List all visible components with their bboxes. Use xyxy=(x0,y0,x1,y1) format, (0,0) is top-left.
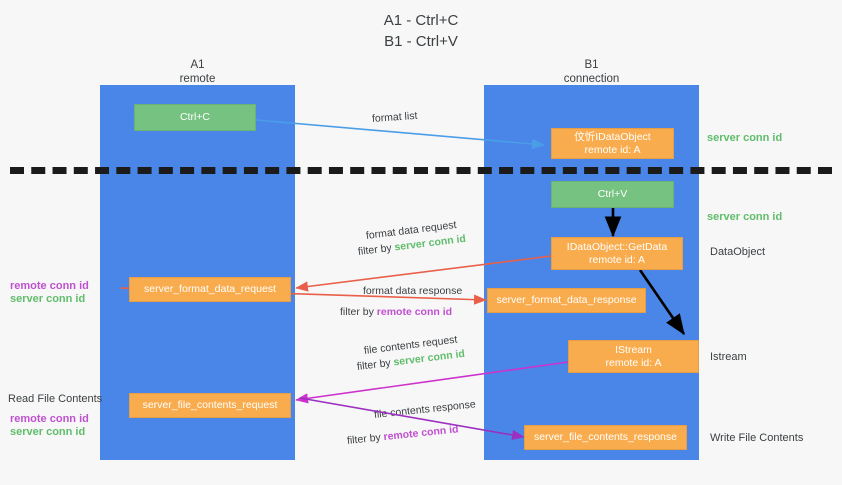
lane-header-a1: A1 remote xyxy=(100,58,295,86)
label-remote-conn-id-1: remote conn id xyxy=(10,280,89,292)
filter-value-remote-conn-1: remote conn id xyxy=(376,306,453,318)
annotation-format-list: format list xyxy=(371,109,418,125)
dashed-divider xyxy=(10,167,832,174)
filter-by-text-4: filter by xyxy=(346,431,385,447)
node-server-file-contents-request[interactable]: server_file_contents_request xyxy=(129,393,291,418)
annotation-format-data-response: format data response xyxy=(363,285,463,297)
filter-by-text-1: filter by xyxy=(357,241,396,258)
node-idataobject-title: 伩忻IDataObject xyxy=(574,130,651,143)
label-server-conn-id-top: server conn id xyxy=(707,132,783,144)
node-ctrl-c-label: Ctrl+C xyxy=(179,111,211,123)
lane-b1-sub: connection xyxy=(563,73,620,85)
filter-by-text-2: filter by xyxy=(340,306,377,318)
lane-a1-name: A1 xyxy=(190,59,205,71)
node-ctrl-v-label: Ctrl+V xyxy=(597,188,628,200)
node-getdata-remote-id: remote id: A xyxy=(588,253,646,266)
node-istream-title: IStream xyxy=(615,343,652,356)
node-ctrl-v[interactable]: Ctrl+V xyxy=(551,181,674,208)
lane-a1-sub: remote xyxy=(179,73,216,85)
title-line-2: B1 - Ctrl+V xyxy=(384,33,458,50)
label-dataobject: DataObject xyxy=(710,246,766,258)
page-title: A1 - Ctrl+C B1 - Ctrl+V xyxy=(0,10,842,52)
label-write-file-contents: Write File Contents xyxy=(710,432,804,444)
lane-header-b1: B1 connection xyxy=(484,58,699,86)
title-line-1: A1 - Ctrl+C xyxy=(383,12,459,29)
lane-b1-name: B1 xyxy=(584,59,599,71)
label-server-conn-id-1: server conn id xyxy=(10,293,86,305)
label-remote-conn-id-2: remote conn id xyxy=(10,413,89,425)
node-server-file-contents-response-label: server_file_contents_response xyxy=(533,431,677,443)
filter-value-remote-conn-2: remote conn id xyxy=(382,423,460,444)
annotation-filter-by-remote-conn-2: filter by remote conn id xyxy=(346,422,459,448)
node-ctrl-c[interactable]: Ctrl+C xyxy=(134,104,256,131)
node-server-format-data-response[interactable]: server_format_data_response xyxy=(487,288,646,313)
node-idataobject-remote-id: remote id: A xyxy=(584,143,641,156)
node-server-format-data-request-label: server_format_data_request xyxy=(144,283,276,295)
node-server-format-data-response-label: server_format_data_response xyxy=(496,294,637,306)
annotation-filter-by-remote-conn-1: filter by remote conn id xyxy=(340,305,452,319)
node-getdata-title: IDataObject::GetData xyxy=(566,240,668,253)
annotation-file-contents-response: file contents response xyxy=(373,398,477,421)
filter-by-text-3: filter by xyxy=(356,356,395,373)
node-istream-remote-id: remote id: A xyxy=(605,356,662,369)
label-server-conn-id-2: server conn id xyxy=(10,426,86,438)
node-idataobject[interactable]: 伩忻IDataObject remote id: A xyxy=(551,128,674,159)
node-server-file-contents-request-label: server_file_contents_request xyxy=(142,399,278,411)
node-server-file-contents-response[interactable]: server_file_contents_response xyxy=(524,425,687,450)
label-istream: Istream xyxy=(710,351,747,363)
label-server-conn-id-mid: server conn id xyxy=(707,211,783,223)
node-getdata[interactable]: IDataObject::GetData remote id: A xyxy=(551,237,683,270)
node-istream[interactable]: IStream remote id: A xyxy=(568,340,699,373)
node-server-format-data-request[interactable]: server_format_data_request xyxy=(129,277,291,302)
label-read-file-contents: Read File Contents xyxy=(8,393,103,405)
